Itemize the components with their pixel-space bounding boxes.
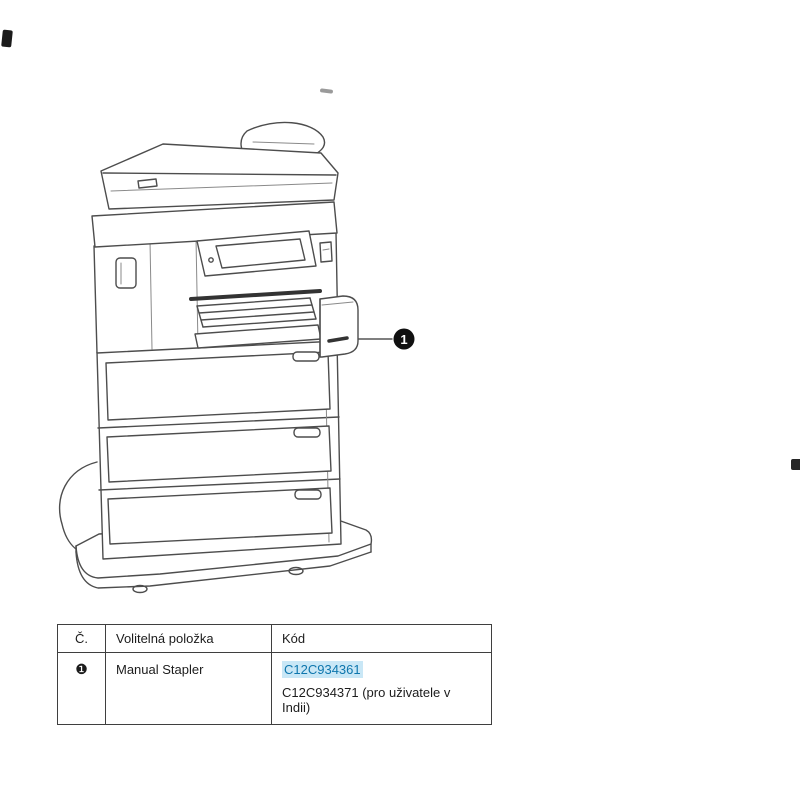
card-slot [319, 241, 333, 263]
callout-number: 1 [400, 332, 407, 347]
drawer-2 [106, 425, 332, 483]
base-plate-bottom [75, 551, 372, 589]
code-primary-line: C12C934361 [282, 661, 481, 678]
caster-left [132, 584, 148, 594]
control-panel-screen [215, 238, 306, 269]
printer-illustration: 1 [58, 121, 415, 594]
header-number: Č. [57, 624, 106, 653]
drawer-1 [105, 351, 331, 421]
row-number-badge: ❶ [75, 661, 88, 677]
header-optional-item: Volitelná položka [105, 624, 272, 653]
stapler-body [319, 295, 359, 358]
stapler-slot [327, 336, 349, 343]
table-header-row: Č. Volitelná položka Kód [57, 624, 492, 653]
drawer-1-handle [292, 351, 320, 362]
table-row: ❶ Manual Stapler C12C934361 C12C934371 (… [57, 652, 492, 725]
adf-latch [137, 178, 158, 189]
callout: 1 [358, 328, 415, 350]
code-secondary-line: C12C934371 (pro uživatele v Indii) [282, 685, 451, 715]
caster-right [288, 566, 304, 576]
callout-badge [393, 328, 415, 350]
home-button [208, 257, 214, 263]
option-code-cell: C12C934361 C12C934371 (pro uživatele v I… [271, 652, 492, 725]
adf-lid-fold [102, 172, 337, 176]
adf-lid-seam [110, 182, 333, 192]
cassette-seam-2 [98, 478, 341, 491]
adf-lid [100, 143, 339, 210]
option-name-cell: Manual Stapler [105, 652, 272, 725]
side-grip [115, 257, 137, 289]
stapler-unit [319, 295, 359, 358]
options-table: Č. Volitelná položka Kód ❶ Manual Staple… [57, 624, 492, 725]
output-paper [194, 297, 322, 349]
code-link-primary[interactable]: C12C934361 [282, 661, 363, 678]
drawer-3 [107, 487, 333, 545]
body-seam-mid [195, 237, 199, 347]
scan-artifact-right-edge [791, 459, 800, 470]
header-code: Kód [271, 624, 492, 653]
adf-unit [100, 121, 339, 210]
cassette-stack [96, 339, 342, 560]
body-seam-left [149, 240, 153, 350]
cassette-seam-1 [97, 416, 340, 429]
drawer-2-handle [293, 427, 321, 438]
adf-tray-line [252, 141, 315, 145]
card-slot-line [322, 248, 330, 251]
drawer-3-handle [294, 489, 322, 500]
stapler-top-line [321, 301, 354, 306]
output-slot [189, 289, 322, 301]
scanner-deck [91, 201, 338, 277]
row-number-cell: ❶ [57, 652, 106, 725]
